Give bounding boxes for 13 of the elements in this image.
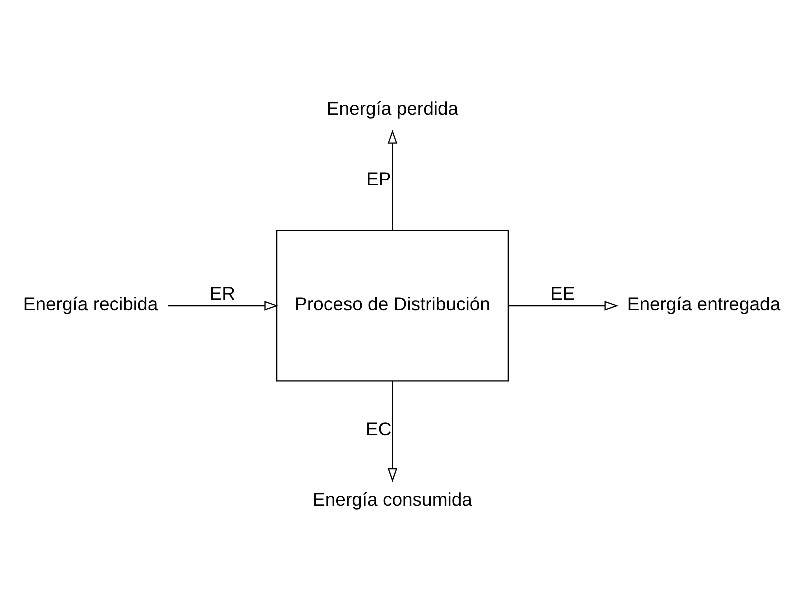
node-text: Energía recibida [23,293,158,314]
arrow [508,301,619,311]
node-text: Energía consumida [313,488,472,510]
node-text: Energía entregada [627,293,781,314]
edge-label: EC [366,418,392,440]
node-box: Proceso de Distribución [276,230,510,382]
node-text: Energía perdida [326,98,459,119]
edge-label: EE [550,282,576,304]
arrow [168,301,279,311]
edge-label: ER [210,282,236,304]
arrow [388,130,398,230]
edge-label: EP [366,168,392,190]
arrow [388,381,398,482]
